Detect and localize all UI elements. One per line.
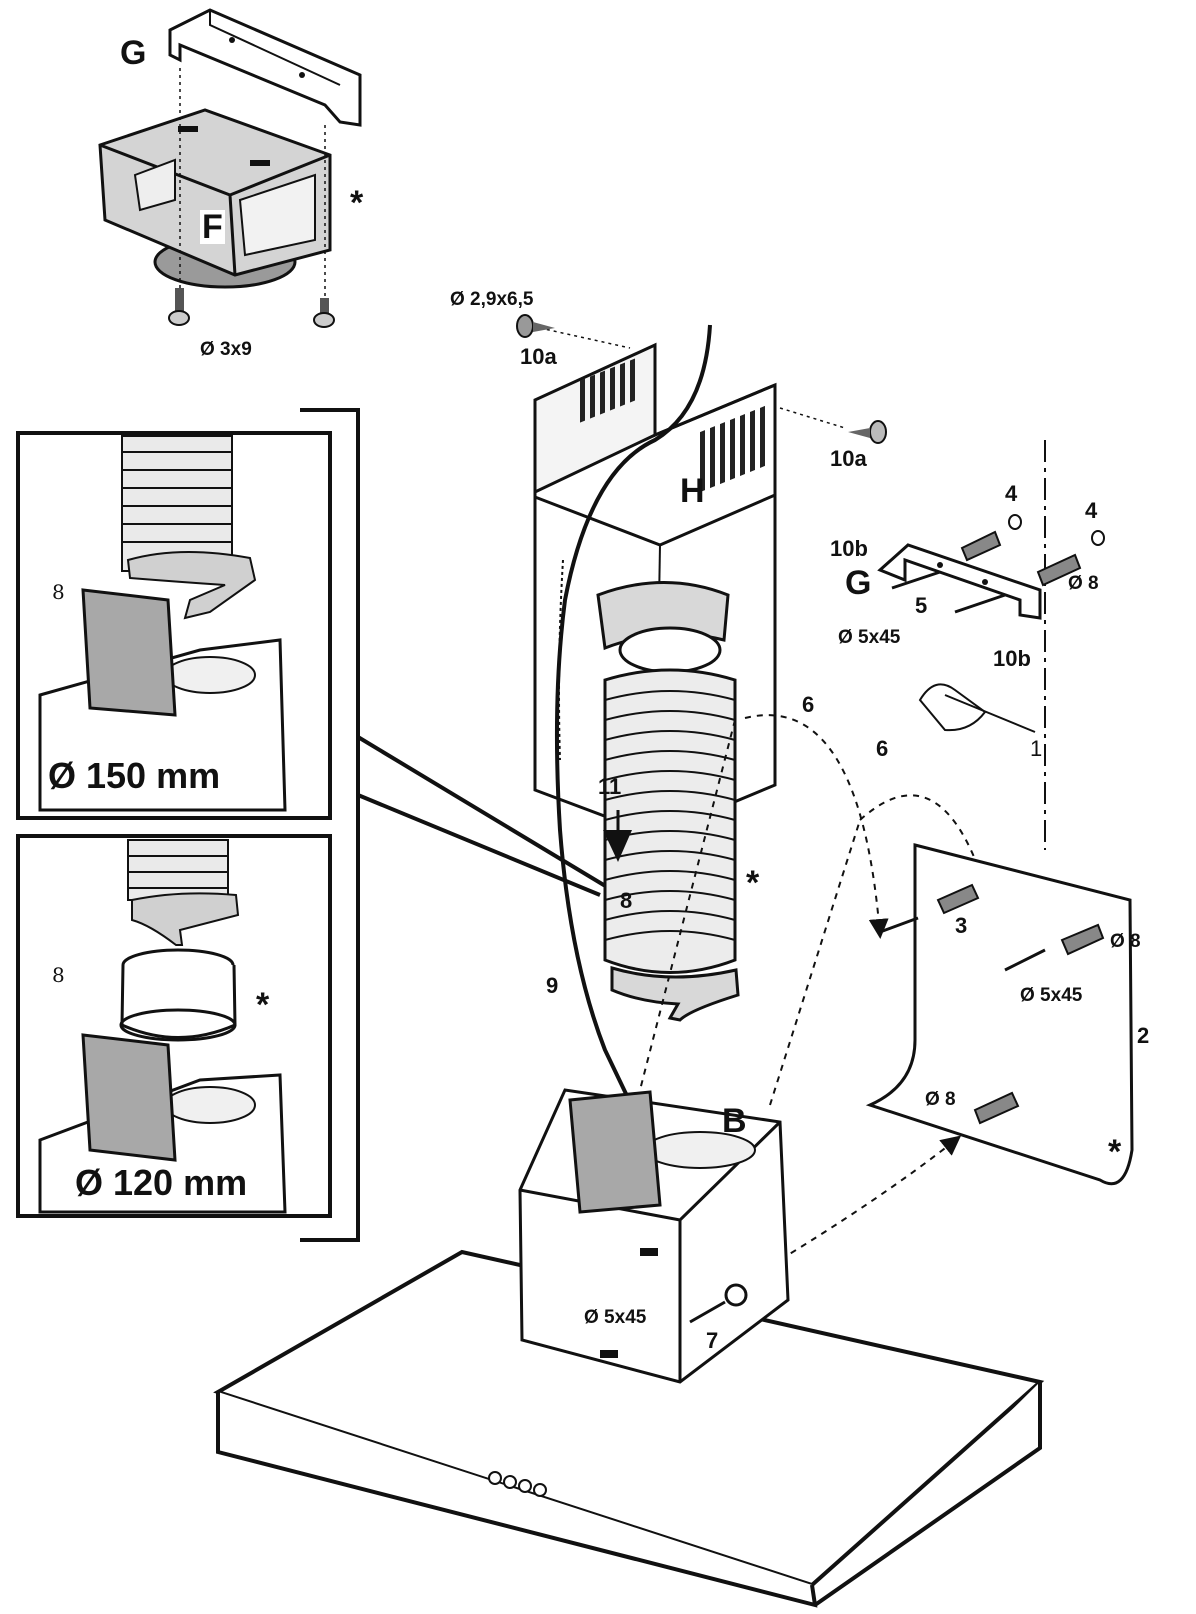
label-10a-right: 10a xyxy=(830,446,867,471)
flex-duct-inset-bottom xyxy=(127,839,229,901)
screw-wall xyxy=(879,916,919,934)
label-1: 1 xyxy=(1030,736,1043,761)
label-d5x45-wall: Ø 5x45 xyxy=(1020,985,1083,1006)
label-d8-wall: Ø 8 xyxy=(1110,931,1141,952)
wall-bracket-g xyxy=(877,543,1042,620)
label-d3x9: Ø 3x9 xyxy=(200,339,252,360)
label-f: F xyxy=(200,208,225,246)
wall-plug-4-left xyxy=(960,530,1002,562)
motor-bracket xyxy=(81,588,177,717)
label-4-left: 4 xyxy=(1005,481,1018,506)
inset-bracket xyxy=(300,408,360,1242)
screw-wall xyxy=(1004,948,1046,972)
flex-duct-inset-top xyxy=(121,435,233,572)
label-g-top: G xyxy=(120,34,147,72)
flex-duct-main xyxy=(596,581,740,1022)
wall-plug-d8-low xyxy=(973,1091,1020,1125)
inset-150mm xyxy=(16,431,332,820)
hose-clamp xyxy=(126,551,257,620)
label-10b-right: 10b xyxy=(993,646,1031,671)
label-10b-left: 10b xyxy=(830,536,868,561)
label-g-right: G xyxy=(845,564,872,602)
arrow-11 xyxy=(603,830,632,862)
screw-10a-right xyxy=(848,420,887,444)
label-star-f: * xyxy=(350,184,364,222)
label-2: 2 xyxy=(1137,1023,1150,1048)
motor-bracket xyxy=(81,1033,177,1162)
wall-panel xyxy=(865,843,1134,1186)
label-star-duct: * xyxy=(746,864,760,902)
inset-120mm xyxy=(16,834,332,1218)
label-6-a: 6 xyxy=(802,692,815,717)
label-5: 5 xyxy=(915,593,928,618)
label-8-main: 8 xyxy=(620,888,633,913)
label-d29: Ø 2,9x6,5 xyxy=(450,289,534,310)
label-h: H xyxy=(680,472,705,510)
label-11: 11 xyxy=(598,774,622,799)
label-8-inset-bottom: 8 xyxy=(52,963,65,987)
washer-4-left xyxy=(1008,514,1022,530)
screw-10a-left xyxy=(516,314,555,338)
callout-line xyxy=(356,735,614,892)
label-d8-top: Ø 8 xyxy=(1068,573,1099,594)
reducer-ring xyxy=(119,948,237,1042)
label-6-b: 6 xyxy=(876,736,889,761)
wall-plug-d8 xyxy=(1060,923,1105,956)
label-star-wall: * xyxy=(1108,1133,1122,1171)
label-d8-wall-low: Ø 8 xyxy=(925,1089,956,1110)
power-cable xyxy=(554,324,712,1099)
label-7: 7 xyxy=(706,1328,719,1353)
callout-line xyxy=(357,793,601,897)
hose-clamp-bottom xyxy=(610,965,740,1022)
label-d120: Ø 120 mm xyxy=(75,1162,248,1203)
label-d150: Ø 150 mm xyxy=(48,755,221,796)
label-3: 3 xyxy=(955,913,968,938)
washer-4-right xyxy=(1091,530,1105,546)
label-8-inset-top: 8 xyxy=(52,580,65,604)
label-d5x45-body: Ø 5x45 xyxy=(584,1307,647,1328)
screw-3x9-right xyxy=(313,298,335,328)
hose-clamp xyxy=(131,892,240,946)
screw-3x9-left xyxy=(168,288,190,326)
screw-7 xyxy=(689,1283,748,1324)
hood-canopy xyxy=(213,1249,1045,1608)
wall-plug-3 xyxy=(936,883,980,915)
label-d5x45-top: Ø 5x45 xyxy=(838,627,901,648)
air-connector-f xyxy=(98,108,332,289)
screw-5 xyxy=(954,593,1006,614)
wall-plug-4-right xyxy=(1036,553,1082,587)
label-b: B xyxy=(722,1102,747,1140)
label-star-inset: * xyxy=(256,986,270,1024)
motor-body-b xyxy=(518,1088,790,1384)
label-9: 9 xyxy=(546,973,559,998)
label-10a-left: 10a xyxy=(520,344,557,369)
top-bracket-g xyxy=(168,8,362,127)
hand-pencil-icon xyxy=(918,683,1036,733)
label-4-right: 4 xyxy=(1085,498,1098,523)
